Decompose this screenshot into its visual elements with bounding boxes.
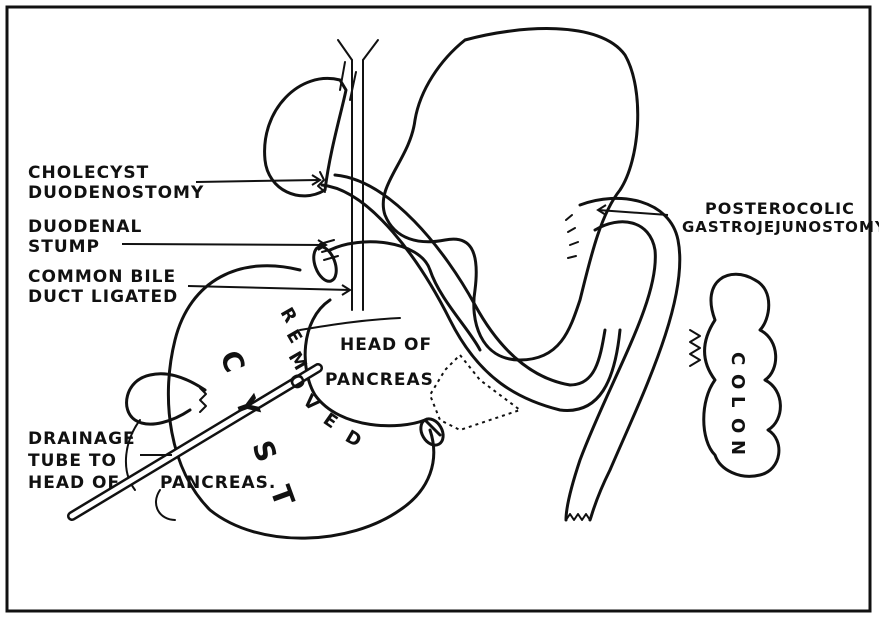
colon-letter: O xyxy=(727,374,748,389)
label-pancreas-head: PANCREAS xyxy=(325,370,434,390)
label-tube-to: TUBE TO xyxy=(28,451,117,471)
removed-letter: E xyxy=(319,409,341,433)
jejunal-cut-end xyxy=(566,514,590,520)
gallbladder xyxy=(265,78,346,195)
label-drainage: DRAINAGE xyxy=(28,429,136,449)
cyst-letter: S xyxy=(245,436,283,466)
label-pancreas-left: PANCREAS. xyxy=(160,473,276,493)
colon-letter: L xyxy=(727,396,748,407)
bowel-loop-left xyxy=(127,374,205,424)
label-posterocolic: POSTEROCOLIC xyxy=(705,199,855,218)
stomach xyxy=(383,29,638,360)
label-common-bile: COMMON BILE xyxy=(28,267,176,287)
label-stump: STUMP xyxy=(28,237,100,257)
label-head-of: HEAD OF xyxy=(340,335,432,355)
pancreas-tail-dashed xyxy=(430,355,520,430)
label-duodenal: DUODENAL xyxy=(28,217,142,237)
colon-letter: O xyxy=(727,418,748,433)
leader-lines xyxy=(122,175,668,455)
removed-letter: D xyxy=(342,426,365,452)
removed-letter: V xyxy=(298,391,323,416)
colon-letter: C xyxy=(727,352,748,365)
removed-letter: E xyxy=(282,326,306,347)
colon-letter: N xyxy=(727,440,748,455)
cyst-letter: Y xyxy=(228,390,267,422)
duodenal-stump xyxy=(309,244,340,285)
label-duct-ligated: DUCT LIGATED xyxy=(28,287,178,307)
label-colon: C O L O N xyxy=(727,352,748,455)
cyst-letter: C xyxy=(213,346,251,377)
label-gastrojejunostomy: GASTROJEJUNOSTOMY xyxy=(682,218,879,236)
label-head-of-left: HEAD OF xyxy=(28,473,120,493)
removed-letter: R xyxy=(276,304,301,327)
label-duodenostomy: DUODENOSTOMY xyxy=(28,183,204,203)
frame-border xyxy=(7,7,870,611)
suture-marks xyxy=(200,172,700,412)
label-cholecyst: CHOLECYST xyxy=(28,163,149,183)
